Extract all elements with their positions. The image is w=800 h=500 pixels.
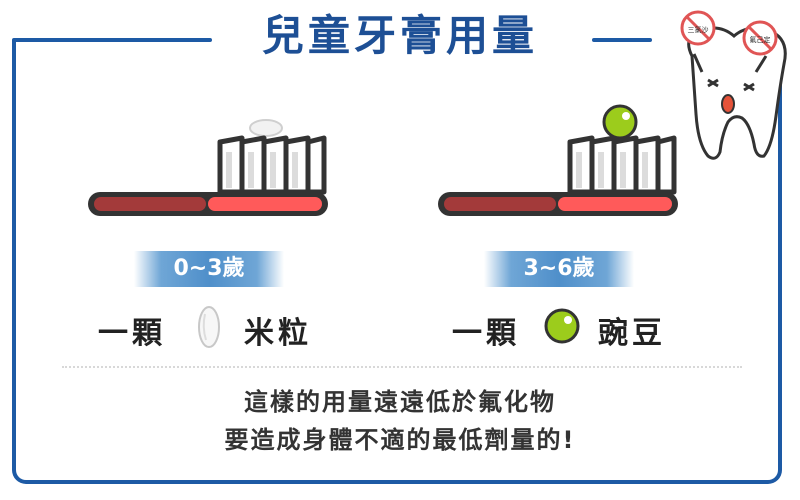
caption-line-1: 這樣的用量遠遠低於氟化物 [244, 388, 556, 416]
pea-icon [544, 308, 580, 344]
toothbrush-rice-illustration [88, 119, 328, 216]
right-amount-prefix: 一顆 [452, 316, 520, 351]
dotted-divider [62, 366, 742, 368]
tooth-mascot-icon: 三氯沙 氟己定 [680, 10, 787, 160]
caption-line-2: 要造成身體不適的最低劑量的! [224, 426, 576, 454]
rice-grain-icon [198, 306, 220, 348]
left-amount-suffix: 米粒 [244, 316, 312, 351]
no-sign-left: 三氯沙 [680, 10, 716, 46]
content-frame [12, 40, 782, 484]
tooth-sign-right-text: 氟己定 [750, 35, 771, 44]
frame-top-line-right [592, 38, 652, 42]
age-badge-3-6: 3~6歲 [484, 251, 634, 287]
no-sign-right: 氟己定 [742, 20, 778, 56]
toothbrush-pea-illustration [438, 104, 678, 216]
tooth-sign-left-text: 三氯沙 [688, 25, 709, 34]
rice-paste-icon [249, 119, 283, 137]
frame-top-line-left [12, 38, 212, 42]
right-amount-suffix: 豌豆 [598, 316, 666, 351]
page-title: 兒童牙膏用量 [261, 11, 538, 60]
pea-paste-icon [602, 104, 638, 140]
age-badge-0-3: 0~3歲 [134, 251, 284, 287]
left-amount-prefix: 一顆 [98, 316, 166, 351]
